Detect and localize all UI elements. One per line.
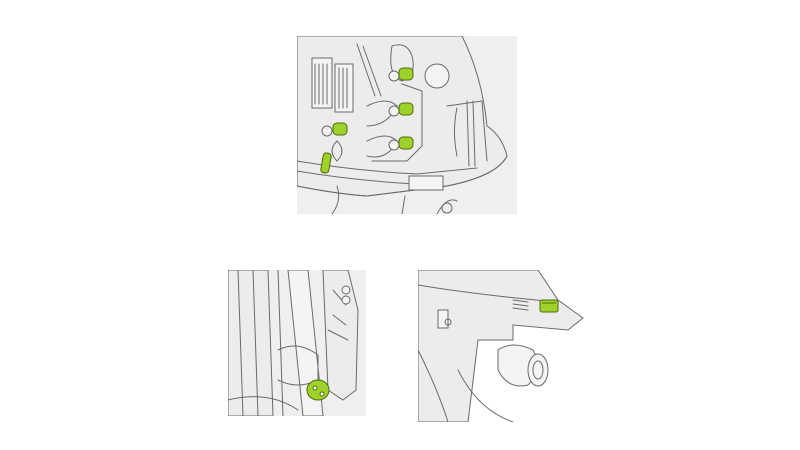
bracket-illustration [228,270,366,416]
bracket-panel [228,270,366,416]
powerhead-illustration [297,36,517,214]
anode-highlight [306,379,330,401]
gearcase-panel [418,270,586,422]
anode-highlight [539,299,559,313]
gearcase-illustration [418,270,586,422]
anode-highlight [320,67,414,174]
powerhead-panel [297,36,517,214]
